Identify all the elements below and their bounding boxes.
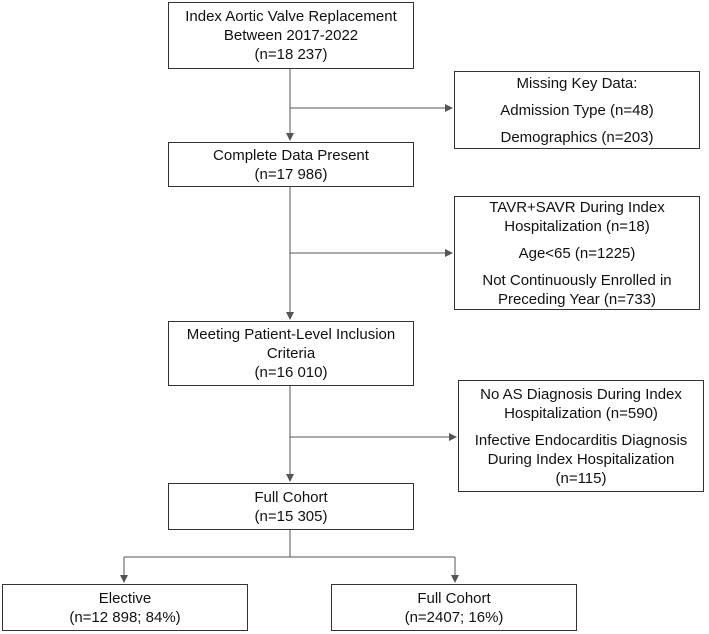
- elective-line-1: Elective: [98, 589, 152, 607]
- exclusion-enrollment-2: Preceding Year (n=733): [497, 290, 657, 308]
- exclusion-tavr-savr-1: TAVR+SAVR During Index: [489, 198, 665, 216]
- index-line-1: Index Aortic Valve Replacement: [185, 8, 397, 25]
- complete-data-box: Complete Data Present (n=17 986): [168, 142, 414, 187]
- complete-line-2: (n=17 986): [254, 165, 328, 183]
- exclusion-no-as-2: Hospitalization (n=590): [504, 404, 658, 422]
- nonelective-line-1: Full Cohort: [417, 589, 491, 607]
- full-cohort-box: Full Cohort (n=15 305): [168, 483, 414, 530]
- exclusion-endocarditis-3: (n=115): [555, 469, 607, 487]
- elective-line-2: (n=12 898; 84%): [69, 608, 181, 626]
- missing-title: Missing Key Data:: [516, 74, 638, 92]
- index-line-3: (n=18 237): [254, 46, 328, 63]
- missing-data-box: Missing Key Data: Admission Type (n=48) …: [454, 71, 700, 149]
- complete-line-1: Complete Data Present: [213, 146, 369, 164]
- diagnosis-exclusion-box: No AS Diagnosis During Index Hospitaliza…: [458, 380, 704, 492]
- missing-item-admission: Admission Type (n=48): [500, 101, 654, 119]
- index-line-2: Between 2017-2022: [223, 27, 359, 44]
- exclusion-age: Age<65 (n=1225): [518, 244, 636, 262]
- exclusion-endocarditis-1: Infective Endocarditis Diagnosis: [474, 431, 688, 449]
- exclusion-no-as-1: No AS Diagnosis During Index: [480, 385, 682, 403]
- meeting-inclusion-box: Meeting Patient-Level Inclusion Criteria…: [168, 321, 414, 386]
- meeting-line-1: Meeting Patient-Level Inclusion: [186, 326, 396, 343]
- missing-item-demographics: Demographics (n=203): [500, 128, 654, 146]
- index-box: Index Aortic Valve Replacement Between 2…: [168, 2, 414, 69]
- meeting-line-2: Criteria: [266, 345, 316, 362]
- meeting-line-3: (n=16 010): [254, 364, 328, 381]
- full-line-2: (n=15 305): [254, 507, 328, 525]
- nonelective-line-2: (n=2407; 16%): [404, 608, 504, 626]
- exclusion-endocarditis-2: During Index Hospitalization: [487, 450, 675, 468]
- patient-level-exclusion-box: TAVR+SAVR During Index Hospitalization (…: [454, 196, 700, 310]
- full-line-1: Full Cohort: [254, 488, 328, 506]
- nonelective-box: Full Cohort (n=2407; 16%): [331, 584, 577, 631]
- elective-box: Elective (n=12 898; 84%): [2, 584, 248, 631]
- exclusion-tavr-savr-2: Hospitalization (n=18): [504, 217, 650, 235]
- exclusion-enrollment-1: Not Continuously Enrolled in: [482, 271, 672, 289]
